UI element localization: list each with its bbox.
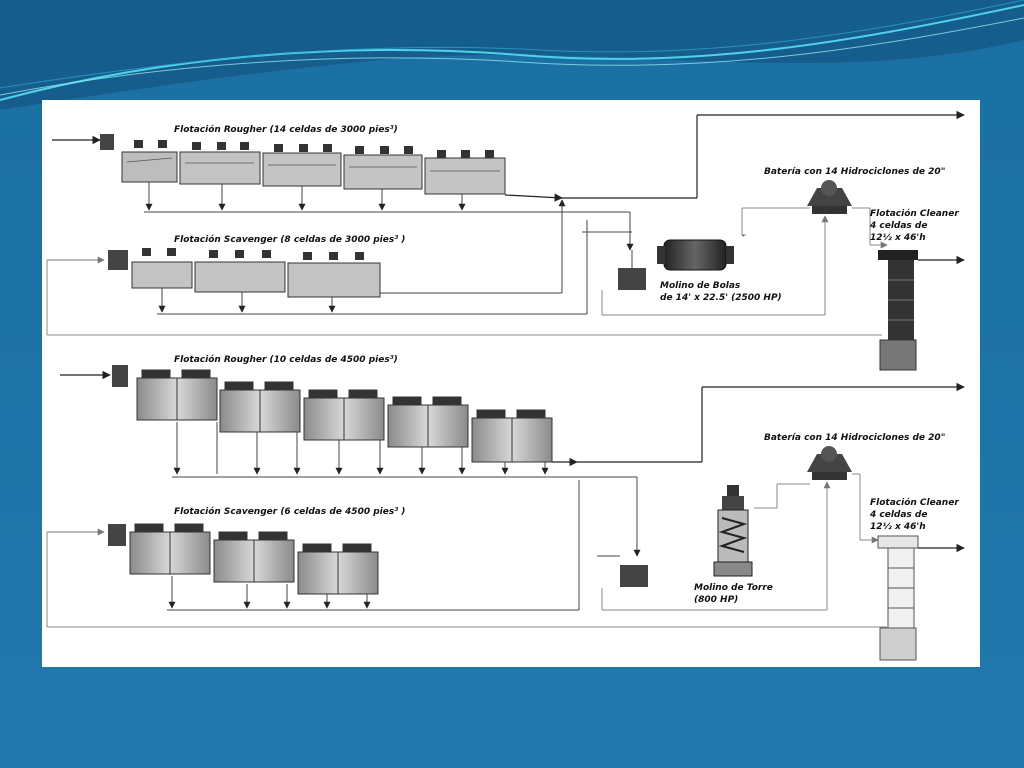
tower-mill (713, 485, 753, 577)
rougher-1-label: Flotación Rougher (14 celdas de 3000 pie… (174, 124, 398, 135)
cleaner-2-label-3: 12½ x 46'h (870, 522, 926, 532)
cleaner-column-1 (878, 250, 918, 371)
tower-mill-label-1: Molino de Torre (694, 583, 773, 593)
cleaner-1-label-2: 4 celdas de (869, 221, 927, 231)
tower-mill-label-2: (800 HP) (694, 595, 738, 605)
ball-mill-label-2: de 14' x 22.5' (2500 HP) (660, 293, 782, 303)
rougher-bank-2 (136, 369, 553, 463)
cleaner-2-label-1: Flotación Cleaner (870, 497, 959, 508)
regrind-box-1 (618, 268, 646, 290)
header-wave-decoration (0, 0, 1024, 110)
rougher-2-label: Flotación Rougher (10 celdas de 4500 pie… (174, 354, 398, 365)
cyclone-1-label: Batería con 14 Hidrociclones de 20" (764, 167, 945, 177)
circuit-1: Flotación Rougher (14 celdas de 3000 pie… (46, 110, 965, 371)
cleaner-1-label-3: 12½ x 46'h (870, 233, 926, 243)
scavenger-bank-1 (131, 248, 381, 298)
rougher-bank-1 (121, 140, 506, 195)
cleaner-2-label-2: 4 celdas de (869, 510, 927, 520)
cyclone-battery-2 (807, 446, 852, 480)
cleaner-column-2 (877, 535, 919, 661)
diagram-panel: Flotación Rougher (14 celdas de 3000 pie… (42, 100, 980, 667)
circuit-2: Flotación Rougher (10 celdas de 4500 pie… (46, 354, 965, 661)
ball-mill-label-1: Molino de Bolas (660, 281, 741, 291)
regrind-box-2 (620, 565, 648, 587)
scavenger-1-label: Flotación Scavenger (8 celdas de 3000 pi… (174, 234, 405, 245)
ball-mill (657, 234, 745, 271)
cleaner-1-label-1: Flotación Cleaner (870, 208, 959, 219)
scavenger-bank-2 (129, 523, 379, 595)
scavenger-2-label: Flotación Scavenger (6 celdas de 4500 pi… (174, 506, 405, 517)
feed-box (100, 134, 114, 150)
cyclone-battery-1 (807, 180, 852, 214)
cyclone-2-label: Batería con 14 Hidrociclones de 20" (764, 433, 945, 443)
